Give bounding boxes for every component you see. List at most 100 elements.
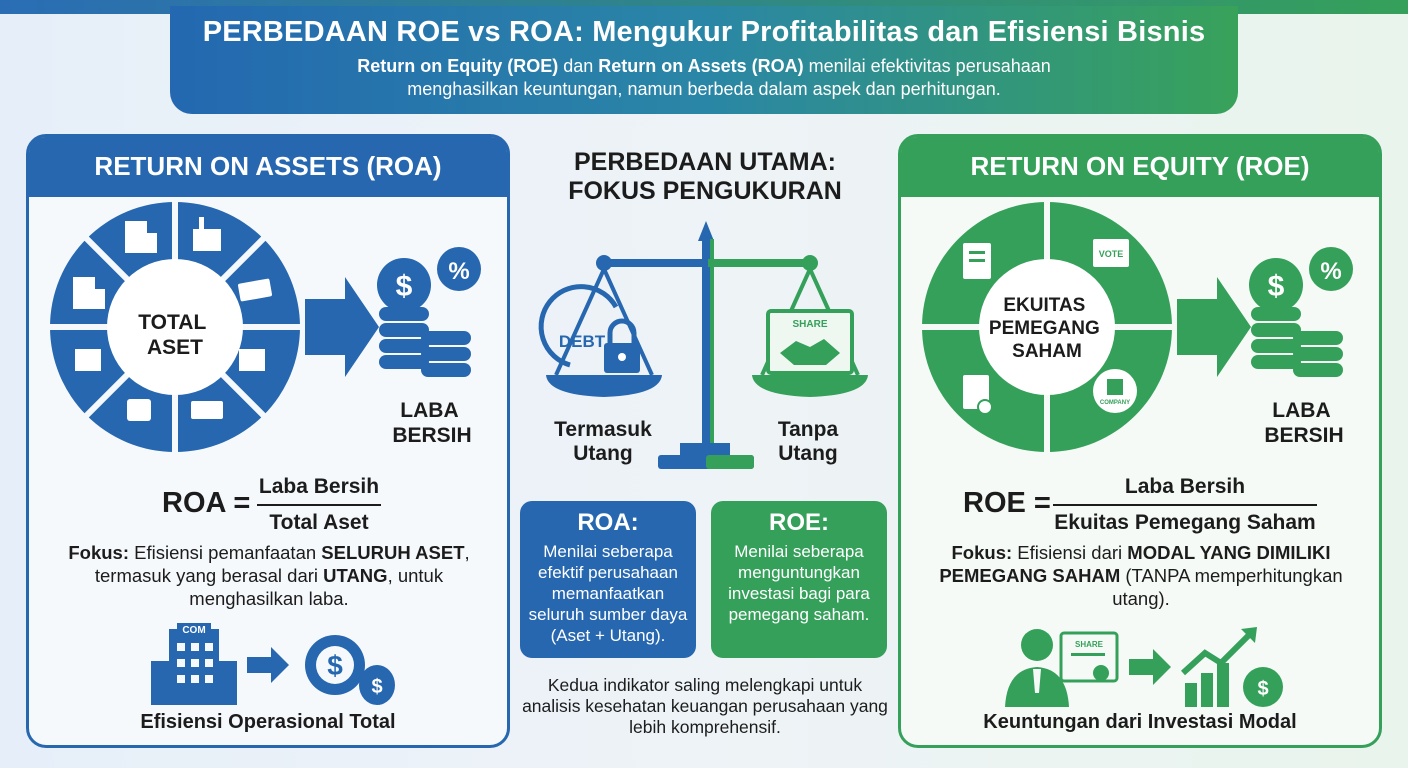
without-debt-label: Tanpa Utang xyxy=(748,418,868,466)
share-handshake-icon: SHARE xyxy=(766,309,854,375)
roa-diagram: TOTAL ASET $ % xyxy=(47,199,481,455)
with-debt-line2: Utang xyxy=(573,442,633,465)
svg-text:LABA BERSIH: LABA BERSIH xyxy=(1264,399,1343,447)
roe-numerator: Laba Bersih xyxy=(1124,475,1246,498)
company-icon: COMPANY xyxy=(1093,369,1137,413)
roe-center-label: EKUITAS xyxy=(1003,295,1085,316)
vote-label: VOTE xyxy=(1099,249,1124,259)
svg-text:$: $ xyxy=(371,676,382,698)
roa-focus-text: Fokus: Efisiensi pemanfaatan SELURUH ASE… xyxy=(49,541,489,610)
money-stack-icon xyxy=(191,401,223,419)
focus-bold: MODAL YANG DIMILIKI PEMEGANG SAHAM xyxy=(939,542,1331,586)
svg-text:LABA BERSIH: LABA BERSIH xyxy=(392,399,471,447)
roe-center-label-3: SAHAM xyxy=(1012,341,1082,362)
focus-bold: SELURUH ASET xyxy=(321,542,465,563)
roe-center-label-2: PEMEGANG xyxy=(989,318,1100,339)
investor-icon xyxy=(1005,629,1069,707)
roe-formula-lhs: ROE = xyxy=(963,487,1051,519)
roa-heading: RETURN ON ASSETS (ROA) xyxy=(29,137,507,197)
svg-text:EKUITAS PEMEGANG S: EKUITAS PEMEGANG SAHAM xyxy=(989,295,1105,362)
share-certificate-icon: SHARE xyxy=(1059,631,1119,683)
building-sign: COM xyxy=(182,625,205,636)
roe-summary-box: ROE: Menilai seberapa menguntungkan inve… xyxy=(711,501,887,658)
focus-bold: UTANG xyxy=(323,565,388,586)
focus-text: , termasuk yang berasal dari xyxy=(94,542,470,586)
focus-label: Fokus: xyxy=(951,542,1013,563)
svg-text:$: $ xyxy=(327,650,343,681)
subtitle-roe: Return on Equity (ROE) xyxy=(357,56,559,76)
open-box-icon xyxy=(75,349,101,371)
roe-footer-illustration: SHARE $ xyxy=(1005,627,1283,707)
roa-formula-lhs: ROA = xyxy=(162,487,251,519)
middle-title-line1: PERBEDAAN UTAMA: xyxy=(573,148,837,176)
growth-chart-icon: $ xyxy=(1180,627,1283,707)
footer-arrow-icon xyxy=(247,647,289,683)
middle-title: PERBEDAAN UTAMA: FOKUS PENGUKURAN xyxy=(540,148,870,206)
roe-focus-text: Fokus: Efisiensi dari MODAL YANG DIMILIK… xyxy=(921,541,1361,610)
gear-dollar-icon: $ $ xyxy=(305,635,395,705)
focus-text: Efisiensi pemanfaatan xyxy=(128,542,322,563)
share-label: SHARE xyxy=(792,319,827,330)
svg-text:$: $ xyxy=(396,270,413,303)
roa-summary-text: Menilai seberapa efektif perusahaan mema… xyxy=(528,542,688,645)
with-debt-label: Termasuk Utang xyxy=(543,418,663,466)
scale-beam-left xyxy=(600,259,706,267)
subtitle-text: dan xyxy=(558,56,599,76)
roe-panel: RETURN ON EQUITY (ROE) EKUITAS PEMEGANG … xyxy=(898,134,1382,748)
without-debt-line1: Tanpa xyxy=(777,418,839,441)
assets-ring xyxy=(47,199,303,455)
cash-icon xyxy=(237,278,273,302)
header-banner: PERBEDAAN ROE vs ROA: Mengukur Profitabi… xyxy=(170,6,1238,114)
left-pan xyxy=(546,375,662,397)
roe-heading: RETURN ON EQUITY (ROE) xyxy=(901,137,1379,197)
page-subtitle: Return on Equity (ROE) dan Return on Ass… xyxy=(170,55,1238,101)
focus-text: , untuk menghasilkan laba. xyxy=(189,565,444,609)
roe-result-label: LABA xyxy=(1272,399,1330,422)
roe-arrow xyxy=(1177,277,1251,377)
scale-top-icon xyxy=(698,221,714,241)
asset-icons xyxy=(73,217,273,421)
roa-footer-illustration: COM $ $ xyxy=(151,623,395,705)
roe-summary-text: Menilai seberapa menguntungkan investasi… xyxy=(728,542,870,624)
page-title: PERBEDAAN ROE vs ROA: Mengukur Profitabi… xyxy=(202,16,1206,48)
right-pan xyxy=(752,375,868,397)
roe-fraction: Laba Bersih Ekuitas Pemegang Saham xyxy=(1053,475,1317,535)
without-debt-line2: Utang xyxy=(778,442,838,465)
roa-numerator: Laba Bersih xyxy=(258,475,380,498)
office-icon xyxy=(73,277,105,309)
roa-fraction: Laba Bersih Total Aset xyxy=(257,475,381,535)
debt-label: DEBT xyxy=(559,332,606,351)
roa-result-label-2: BERSIH xyxy=(392,424,471,447)
roe-result-label-2: BERSIH xyxy=(1264,424,1343,447)
roe-diagram: EKUITAS PEMEGANG SAHAM VOTE COMPANY xyxy=(919,199,1353,455)
certificate-icon xyxy=(963,375,993,415)
roa-center-label: TOTAL xyxy=(138,311,206,334)
debt-lock-icon: DEBT xyxy=(538,284,640,373)
svg-text:%: % xyxy=(1320,258,1341,285)
box-icon xyxy=(239,349,265,371)
company-label: COMPANY xyxy=(1100,400,1130,406)
scale-beam-right xyxy=(708,259,814,267)
balance-scale-illustration: DEBT SHARE xyxy=(538,221,868,469)
roa-summary-title: ROA: xyxy=(577,509,639,536)
roe-footer-label: Keuntungan dari Investasi Modal xyxy=(983,711,1297,733)
scale-pillar xyxy=(702,239,710,457)
middle-title-line2: FOKUS PENGUKURAN xyxy=(568,177,842,205)
roa-summary-box: ROA: Menilai seberapa efektif perusahaan… xyxy=(520,501,696,658)
equity-icons: VOTE COMPANY xyxy=(963,239,1137,415)
focus-text: Efisiensi dari xyxy=(1012,542,1128,563)
svg-text:%: % xyxy=(448,258,469,285)
hand-card-icon xyxy=(127,399,151,421)
roe-denominator: Ekuitas Pemegang Saham xyxy=(1053,504,1317,535)
building-icon xyxy=(125,221,157,253)
roa-denominator: Total Aset xyxy=(257,504,381,535)
profit-coins-icon: $ % xyxy=(377,247,481,377)
factory-icon xyxy=(193,217,221,251)
profit-coins-icon-green: $ % xyxy=(1249,247,1353,377)
closing-note: Kedua indikator saling melengkapi untuk … xyxy=(522,675,888,737)
footer-arrow-icon-green xyxy=(1129,649,1171,685)
roa-result-label: LABA xyxy=(400,399,458,422)
svg-text:$: $ xyxy=(1268,270,1285,303)
certificate-label: SHARE xyxy=(1075,640,1104,649)
subtitle-roa: Return on Assets (ROA) xyxy=(598,56,804,76)
